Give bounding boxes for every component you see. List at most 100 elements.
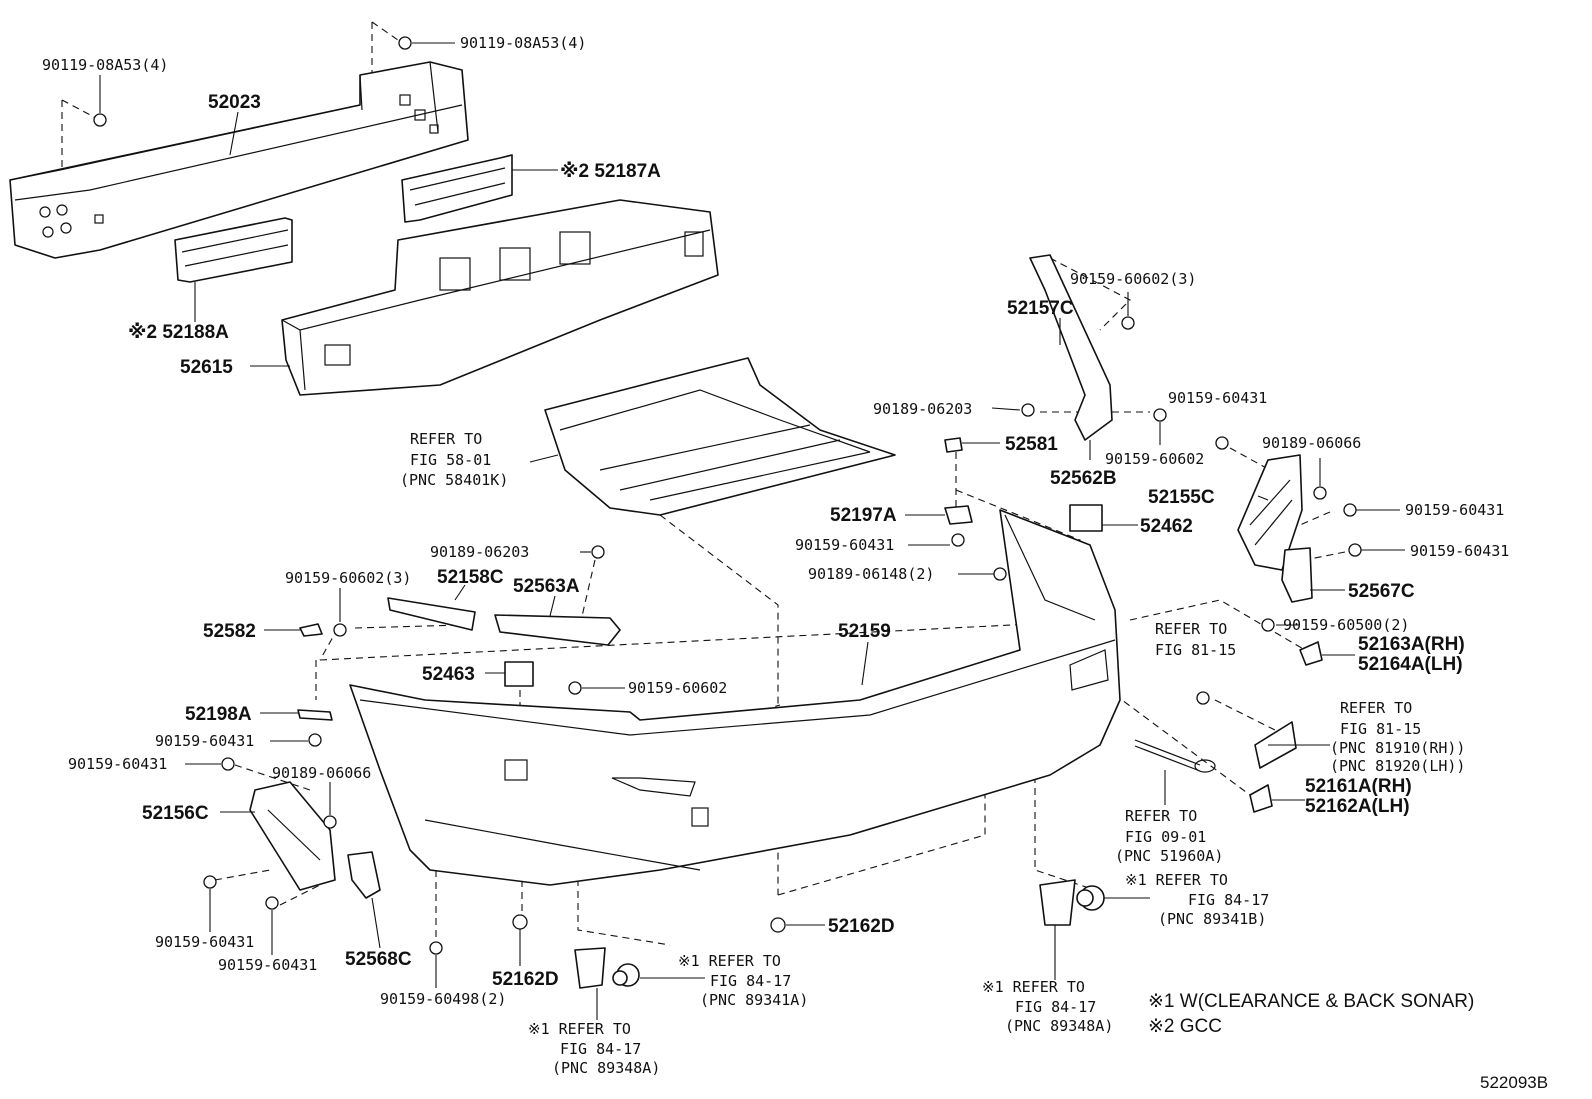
ref-84a-line3: (PNC 89341A) bbox=[700, 991, 808, 1009]
towing-eye-09-01 bbox=[1134, 739, 1216, 773]
label-90159-60498: 90159-60498(2) bbox=[380, 990, 506, 1008]
label-52562B: 52562B bbox=[1050, 468, 1117, 489]
label-52161A: 52161A(RH) bbox=[1305, 776, 1412, 797]
label-52162A: 52162A(LH) bbox=[1305, 796, 1410, 817]
label-90189-06203-mid: 90189-06203 bbox=[430, 543, 529, 561]
label-90189-06148: 90189-06148(2) bbox=[808, 565, 934, 583]
label-52198A: 52198A bbox=[185, 704, 252, 725]
label-52187A: ※2 52187A bbox=[560, 161, 661, 182]
ref-81a-line2: FIG 81-15 bbox=[1155, 641, 1236, 659]
bracket-52157C bbox=[1029, 254, 1113, 441]
ref-84d-line2: FIG 84-17 bbox=[1015, 998, 1096, 1016]
label-52188A: ※2 52188A bbox=[128, 322, 229, 343]
label-90159-60602-3-mid: 90159-60602(3) bbox=[285, 569, 411, 587]
retainer-52563A bbox=[494, 614, 621, 646]
label-90159-60602-c: 90159-60602 bbox=[628, 679, 727, 697]
label-90159-60431-c: 90159-60431 bbox=[1410, 542, 1509, 560]
label-52582: 52582 bbox=[203, 621, 256, 642]
cover-52163A bbox=[1299, 641, 1323, 666]
ref-84b-line1: ※1 REFER TO bbox=[1125, 871, 1228, 889]
label-52162D-a: 52162D bbox=[492, 969, 559, 990]
label-52463: 52463 bbox=[422, 664, 475, 685]
ref-58-line1: REFER TO bbox=[410, 430, 482, 448]
label-90159-60602-b: 90159-60602 bbox=[1105, 450, 1204, 468]
absorber-52188A bbox=[174, 217, 293, 283]
ref-09-line1: REFER TO bbox=[1125, 807, 1197, 825]
ref-84c-line1: ※1 REFER TO bbox=[528, 1020, 631, 1038]
ref-84a-line2: FIG 84-17 bbox=[710, 972, 791, 990]
legend-note-1: ※1 W(CLEARANCE & BACK SONAR) bbox=[1148, 991, 1474, 1012]
ref-09-line3: (PNC 51960A) bbox=[1115, 847, 1223, 865]
ref-84c-line2: FIG 84-17 bbox=[560, 1040, 641, 1058]
legend-note-2: ※2 GCC bbox=[1148, 1016, 1222, 1037]
label-90159-60431-e: 90159-60431 bbox=[155, 732, 254, 750]
absorber-52187A bbox=[401, 154, 513, 223]
leader-lines bbox=[99, 42, 1405, 1020]
label-90159-60431-a: 90159-60431 bbox=[1168, 389, 1267, 407]
label-52568C: 52568C bbox=[345, 949, 412, 970]
label-52567C: 52567C bbox=[1348, 581, 1415, 602]
ref-84a-line1: ※1 REFER TO bbox=[678, 952, 781, 970]
label-52158C: 52158C bbox=[437, 567, 504, 588]
cover-52161A bbox=[1249, 784, 1273, 813]
pad-52582 bbox=[299, 623, 323, 637]
sonar-sensor-89341A bbox=[574, 947, 640, 989]
ref-84b-line3: (PNC 89341B) bbox=[1158, 910, 1266, 928]
label-52163A: 52163A(RH) bbox=[1358, 634, 1465, 655]
ref-81a-line1: REFER TO bbox=[1155, 620, 1227, 638]
label-90159-60431-b: 90159-60431 bbox=[1405, 501, 1504, 519]
label-90159-60602-3-top: 90159-60602(3) bbox=[1070, 270, 1196, 288]
legend: ※1 W(CLEARANCE & BACK SONAR) ※2 GCC bbox=[1148, 991, 1474, 1037]
ref-81b-line2: FIG 81-15 bbox=[1340, 720, 1421, 738]
ref-84d-line3: (PNC 89348A) bbox=[1005, 1017, 1113, 1035]
label-52155C: 52155C bbox=[1148, 487, 1215, 508]
bracket-52156C bbox=[249, 781, 336, 891]
energy-absorber-52615 bbox=[281, 199, 719, 396]
label-52162D-b: 52162D bbox=[828, 916, 895, 937]
ref-84d-line1: ※1 REFER TO bbox=[982, 978, 1085, 996]
label-90159-60431-h: 90159-60431 bbox=[218, 956, 317, 974]
bracket-52568C bbox=[347, 851, 381, 899]
label-90159-60431-g: 90159-60431 bbox=[155, 933, 254, 951]
retainer-52158C bbox=[387, 597, 476, 631]
reference-labels: REFER TO FIG 58-01 (PNC 58401K) REFER TO… bbox=[400, 430, 1465, 1077]
label-90189-06066-left: 90189-06066 bbox=[272, 764, 371, 782]
label-52615: 52615 bbox=[180, 357, 233, 378]
label-52164A: 52164A(LH) bbox=[1358, 654, 1463, 675]
label-90159-60431-d: 90159-60431 bbox=[795, 536, 894, 554]
label-52462: 52462 bbox=[1140, 516, 1193, 537]
label-90119-08A53-left: 90119-08A53(4) bbox=[42, 56, 168, 74]
ref-81b-line3: (PNC 81910(RH)) bbox=[1330, 739, 1465, 757]
bumper-reinforcement-52023 bbox=[9, 61, 469, 259]
ref-81b-line1: REFER TO bbox=[1340, 699, 1412, 717]
label-90189-06066-right: 90189-06066 bbox=[1262, 434, 1361, 452]
label-52157C: 52157C bbox=[1007, 298, 1074, 319]
label-52023: 52023 bbox=[208, 92, 261, 113]
ref-81b-line4: (PNC 81920(LH)) bbox=[1330, 757, 1465, 775]
ref-84b-line2: FIG 84-17 bbox=[1188, 891, 1269, 909]
bracket-52155C bbox=[1237, 454, 1303, 571]
ref-58-line3: (PNC 58401K) bbox=[400, 471, 508, 489]
retainer-52198A bbox=[297, 709, 333, 721]
ref-09-line2: FIG 09-01 bbox=[1125, 828, 1206, 846]
label-52581: 52581 bbox=[1005, 434, 1058, 455]
ref-58-line2: FIG 58-01 bbox=[410, 451, 491, 469]
pad-52463 bbox=[504, 661, 534, 687]
sonar-sensor-89341B bbox=[1039, 879, 1105, 926]
luggage-tub-reference bbox=[544, 357, 896, 516]
bumper-cover-52159 bbox=[349, 509, 1121, 886]
label-90159-60431-f: 90159-60431 bbox=[68, 755, 167, 773]
label-52563A: 52563A bbox=[513, 576, 580, 597]
bracket-52567C bbox=[1281, 547, 1313, 603]
label-52159: 52159 bbox=[838, 621, 891, 642]
diagram-id: 522093B bbox=[1480, 1073, 1548, 1092]
callout-labels: 90119-08A53(4) 90119-08A53(4) 52023 ※2 5… bbox=[42, 34, 1509, 1008]
pad-52462 bbox=[1069, 504, 1103, 532]
label-90119-08A53-top: 90119-08A53(4) bbox=[460, 34, 586, 52]
label-52156C: 52156C bbox=[142, 803, 209, 824]
label-90189-06203-right: 90189-06203 bbox=[873, 400, 972, 418]
spacer-52197A bbox=[944, 505, 973, 525]
ref-84c-line3: (PNC 89348A) bbox=[552, 1059, 660, 1077]
